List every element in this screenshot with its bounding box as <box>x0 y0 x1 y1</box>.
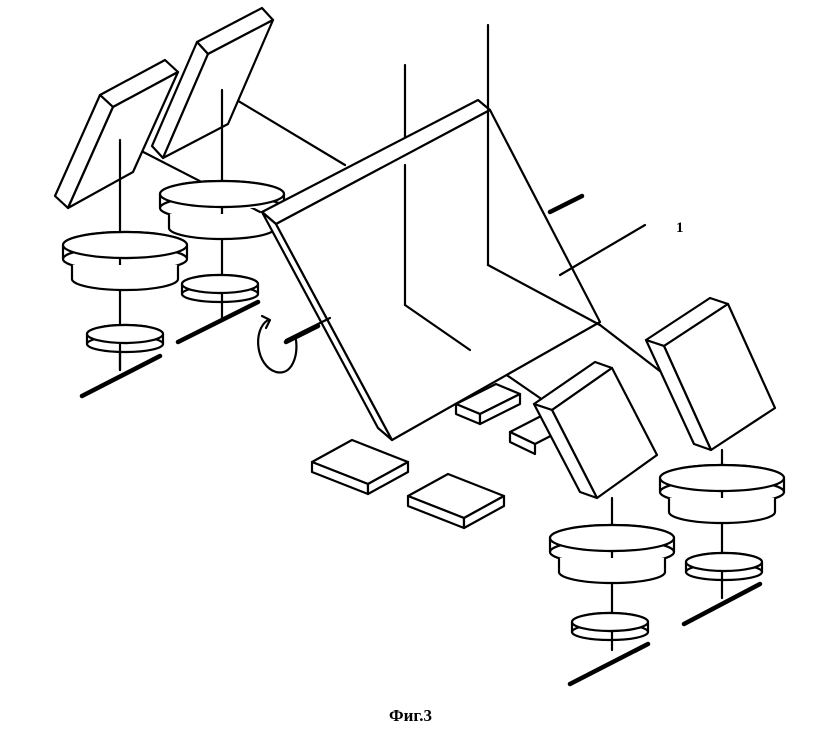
spindle-right-2 <box>658 448 786 627</box>
rotation-arrow-icon <box>257 314 321 374</box>
reference-leader-line <box>558 223 647 277</box>
plate-bottom-2 <box>406 472 506 530</box>
mirror-upper-left-1 <box>53 58 180 210</box>
prism-slab <box>260 98 602 442</box>
figure-caption: Фиг.3 <box>389 706 432 725</box>
spindle-left-1 <box>61 138 189 399</box>
mirror-upper-left-2 <box>150 6 275 160</box>
mirror-lower-right-1 <box>532 360 659 500</box>
mirror-lower-right-2 <box>644 296 777 452</box>
reference-label: 1 <box>676 220 684 236</box>
plate-bottom-1 <box>310 438 410 496</box>
spindle-right-1 <box>548 496 676 687</box>
spindle-left-2 <box>158 88 286 345</box>
plate-bottom-3 <box>454 382 522 426</box>
